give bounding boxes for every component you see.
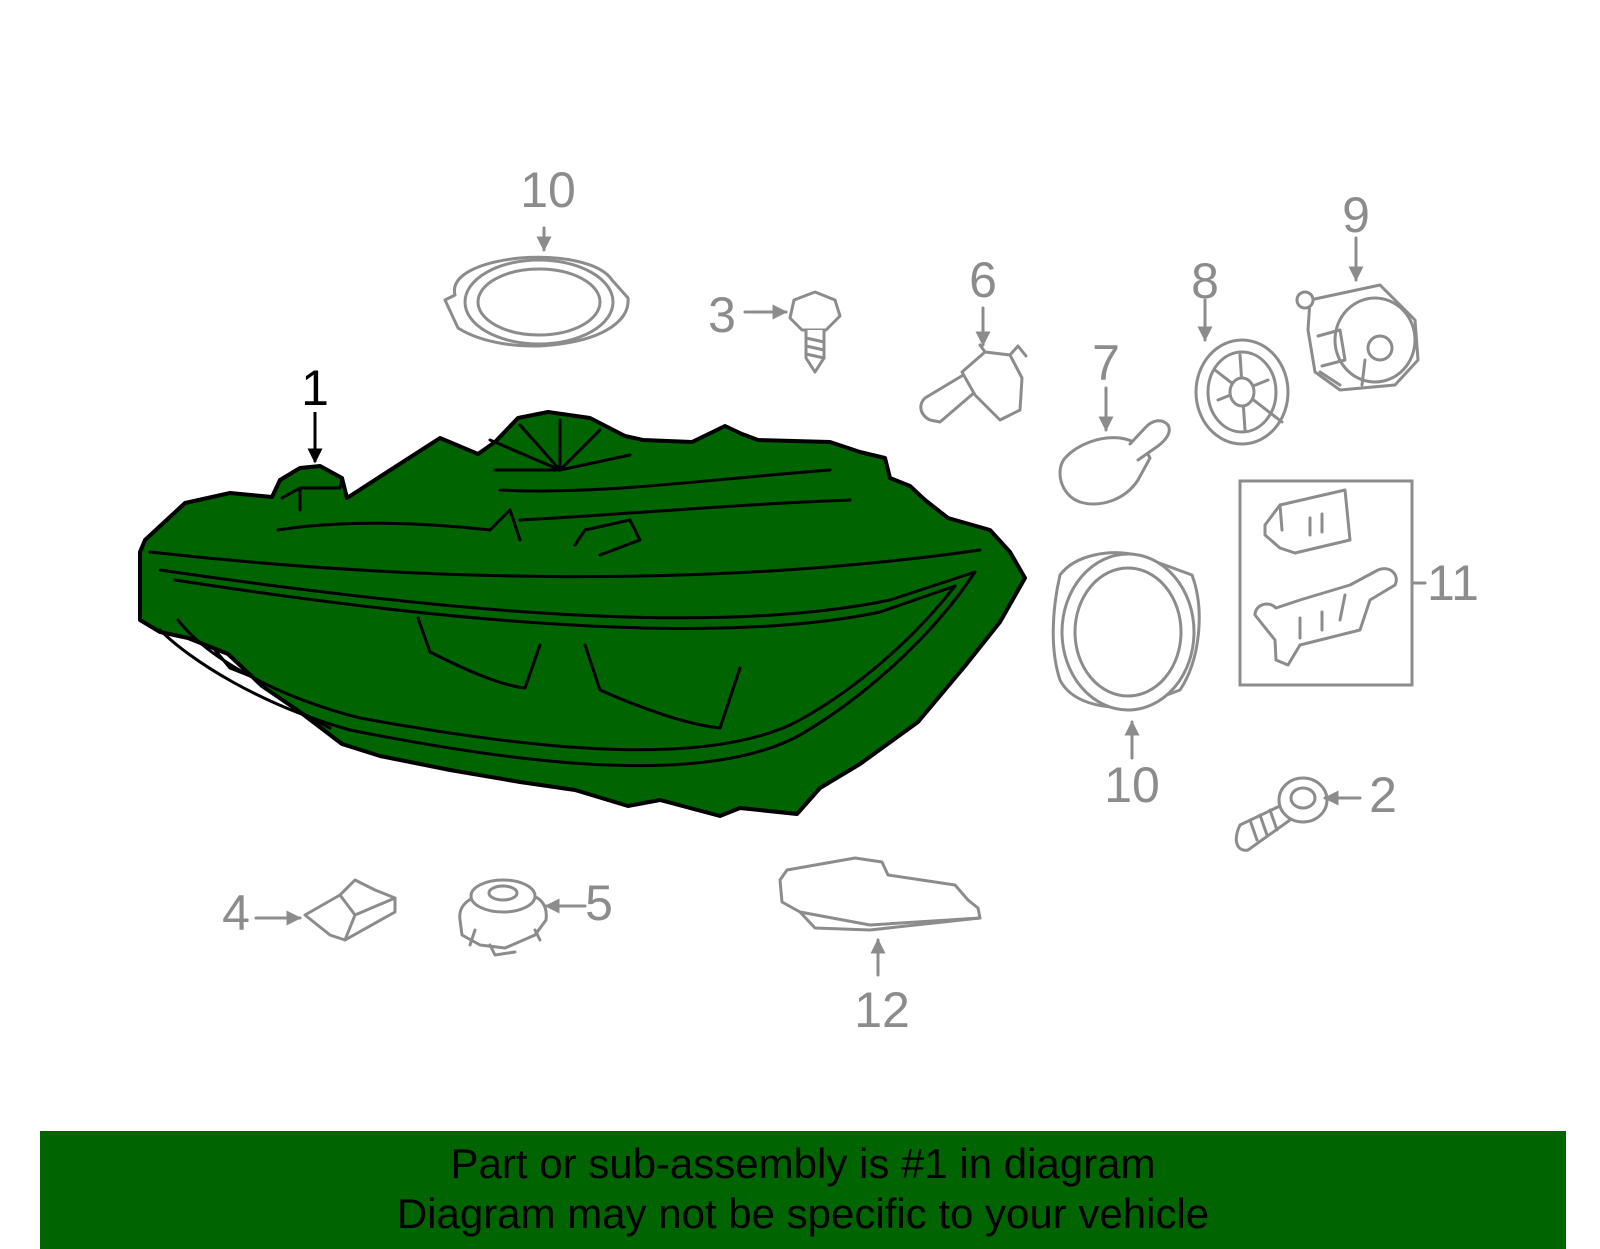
bolt-2[interactable] — [1234, 776, 1329, 852]
gasket-12[interactable] — [778, 856, 982, 932]
callout-6: 6 — [969, 252, 997, 308]
bracket-11-upper-detail — [1278, 503, 1324, 537]
info-banner: Part or sub-assembly is #1 in diagram Di… — [40, 1131, 1566, 1249]
headlamp-upper-trim — [148, 548, 982, 579]
headlamp-assembly[interactable] — [138, 410, 1027, 818]
clip-4-fold — [338, 893, 397, 942]
callout-2: 2 — [1369, 767, 1397, 823]
gasket-12-body — [778, 856, 982, 932]
bulb-7-glass — [1058, 436, 1152, 506]
bracket-11-lower-detail — [1298, 593, 1347, 640]
bulb-7-base — [1128, 419, 1171, 462]
grommet-5[interactable] — [458, 878, 548, 957]
actuator-9-details — [1316, 328, 1367, 387]
housing-connector — [280, 476, 344, 512]
projector-left — [416, 616, 542, 690]
actuator-9-pin — [1295, 290, 1315, 310]
housing-fan — [488, 418, 632, 472]
bolt-3-shank — [804, 328, 826, 374]
bolt-3[interactable] — [788, 290, 842, 374]
banner-line-2: Diagram may not be specific to your vehi… — [396, 1190, 1210, 1237]
callout-10-top: 10 — [520, 162, 576, 218]
bulb-6-base — [960, 350, 1024, 422]
cap-top-inner — [476, 267, 602, 337]
bracket-kit-11[interactable] — [1238, 479, 1414, 687]
callout-3: 3 — [708, 287, 736, 343]
callout-7: 7 — [1092, 335, 1120, 391]
headlamp-lens-inner — [173, 578, 957, 752]
bolt-3-head — [788, 290, 842, 332]
callout-4: 4 — [222, 885, 250, 941]
housing-bracket — [573, 518, 642, 557]
actuator-9[interactable] — [1295, 283, 1420, 392]
callout-10-bottom: 10 — [1104, 757, 1160, 813]
housing-lower-trim — [213, 648, 412, 764]
headlamp-cap-bottom[interactable] — [1051, 551, 1201, 712]
bracket-11-upper — [1263, 488, 1352, 555]
housing-rib-3 — [518, 498, 852, 522]
bracket-11-lower — [1253, 567, 1398, 667]
callout-11: 11 — [1427, 555, 1479, 611]
callout-8: 8 — [1191, 253, 1219, 309]
callout-1: 1 — [301, 360, 329, 416]
socket-8-center — [1228, 376, 1256, 408]
grommet-5-tabs — [468, 928, 542, 957]
housing-rib-1 — [276, 508, 522, 542]
clip-4[interactable] — [303, 878, 397, 942]
callout-5: 5 — [585, 875, 613, 931]
bolt-2-thread — [1248, 808, 1279, 842]
actuator-9-hub — [1366, 334, 1394, 362]
housing-rib-2 — [498, 468, 832, 493]
bulb-7[interactable] — [1058, 419, 1171, 506]
grommet-5-hole — [487, 884, 519, 902]
bolt-2-socket — [1289, 786, 1317, 810]
banner-line-1: Part or sub-assembly is #1 in diagram — [450, 1140, 1156, 1187]
bulb-6[interactable] — [919, 343, 1028, 424]
callout-12: 12 — [854, 982, 910, 1038]
bolt-3-thread — [804, 336, 826, 360]
gasket-12-edge — [798, 910, 982, 927]
socket-8[interactable] — [1194, 338, 1290, 446]
projector-right — [583, 643, 742, 730]
callout-9: 9 — [1342, 187, 1370, 243]
headlamp-lens-outline — [158, 568, 977, 768]
headlamp-cap-top[interactable] — [443, 255, 630, 348]
cap-bottom-inner — [1073, 566, 1183, 698]
